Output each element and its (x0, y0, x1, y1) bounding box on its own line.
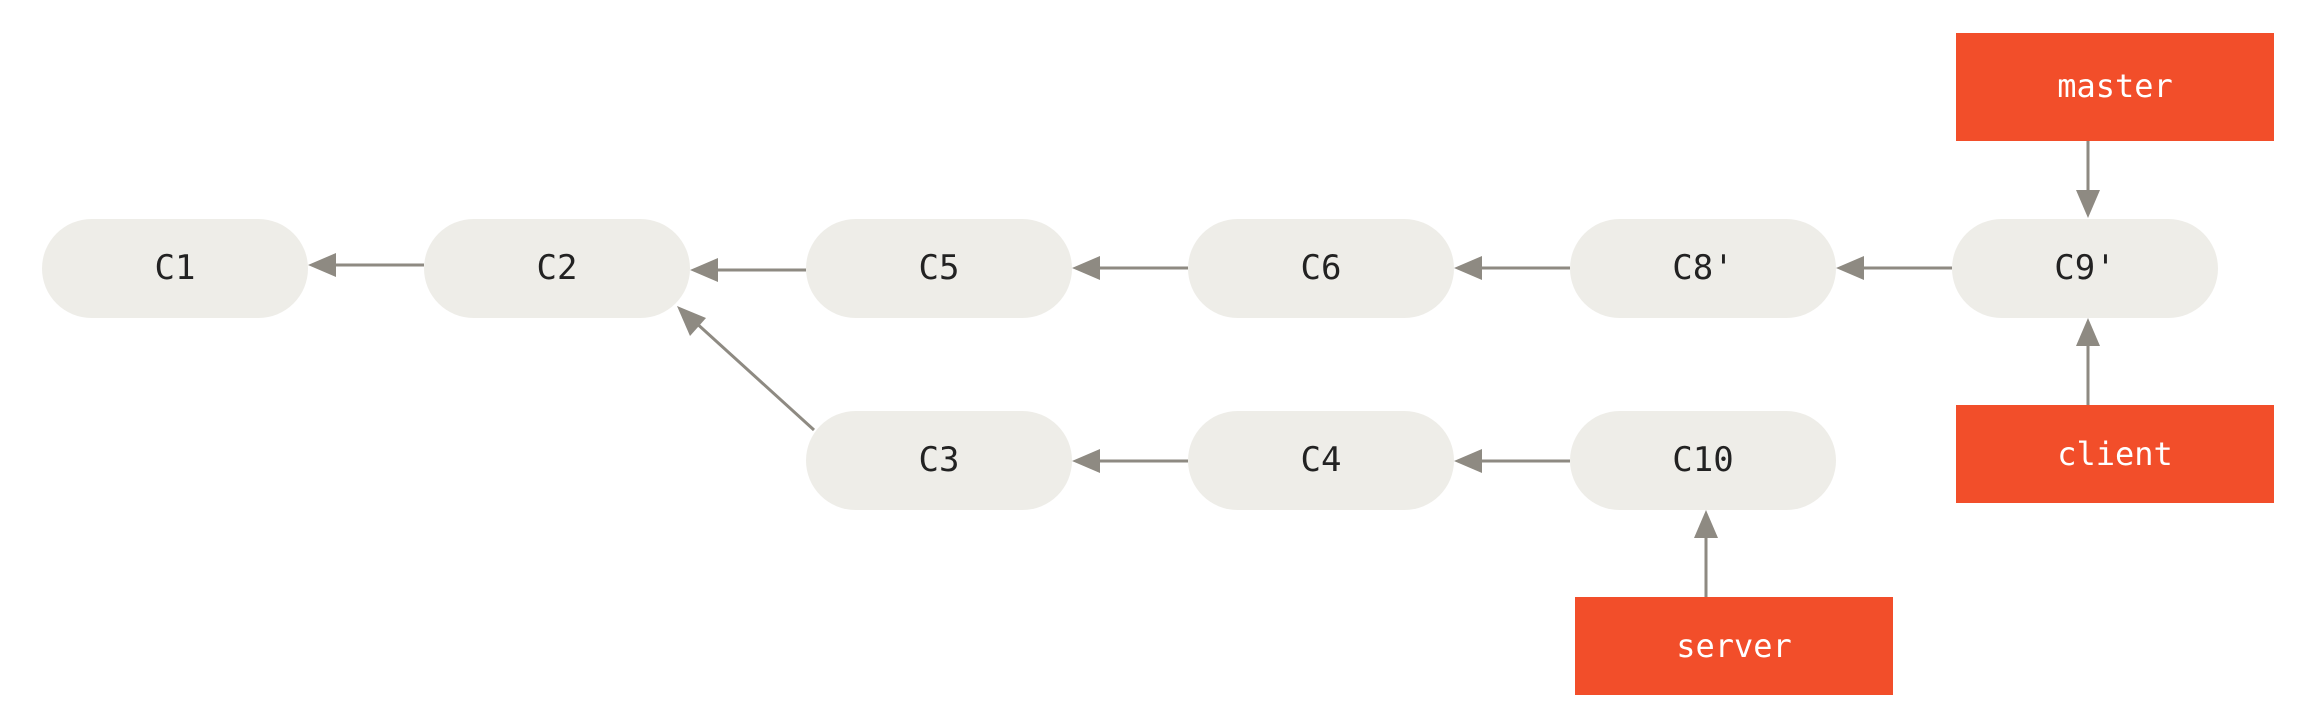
commit-node-c8p[interactable]: C8' (1570, 219, 1836, 318)
commit-node-c3[interactable]: C3 (806, 411, 1072, 510)
branch-label-client: client (2057, 435, 2173, 473)
commit-nodes: C1 C2 C5 C6 C8' C9' C3 C4 (42, 219, 2218, 510)
commit-node-c6[interactable]: C6 (1188, 219, 1454, 318)
commit-label: C4 (1301, 440, 1342, 480)
commit-edges (308, 253, 1952, 473)
edge-c8p-to-c6 (1454, 256, 1570, 280)
edge-c5-to-c2 (690, 258, 806, 282)
commit-node-c2[interactable]: C2 (424, 219, 690, 318)
commit-label: C3 (919, 440, 960, 480)
branch-label-master: master (2057, 67, 2173, 105)
commit-label: C2 (537, 248, 578, 288)
edge-master-to-c9p (2076, 141, 2100, 218)
commit-node-c9p[interactable]: C9' (1952, 219, 2218, 318)
edge-c2-to-c1 (308, 253, 424, 277)
branch-edges (1694, 141, 2100, 597)
commit-label: C10 (1672, 440, 1733, 480)
edge-c3-to-c2 (677, 306, 816, 432)
branch-labels: master client server (1575, 33, 2274, 695)
commit-label: C8' (1672, 248, 1733, 288)
commit-label: C9' (2054, 248, 2115, 288)
branch-client[interactable]: client (1956, 405, 2274, 503)
edge-c4-to-c3 (1072, 449, 1188, 473)
edge-c10-to-c4 (1454, 449, 1570, 473)
edge-client-to-c9p (2076, 318, 2100, 405)
edge-c6-to-c5 (1072, 256, 1188, 280)
commit-node-c10[interactable]: C10 (1570, 411, 1836, 510)
commit-node-c1[interactable]: C1 (42, 219, 308, 318)
branch-server[interactable]: server (1575, 597, 1893, 695)
edge-c9p-to-c8p (1836, 256, 1952, 280)
commit-node-c5[interactable]: C5 (806, 219, 1072, 318)
commit-node-c4[interactable]: C4 (1188, 411, 1454, 510)
branch-label-server: server (1676, 627, 1792, 665)
commit-label: C1 (155, 248, 196, 288)
commit-label: C5 (919, 248, 960, 288)
branch-master[interactable]: master (1956, 33, 2274, 141)
edge-server-to-c10 (1694, 510, 1718, 597)
commit-label: C6 (1301, 248, 1342, 288)
